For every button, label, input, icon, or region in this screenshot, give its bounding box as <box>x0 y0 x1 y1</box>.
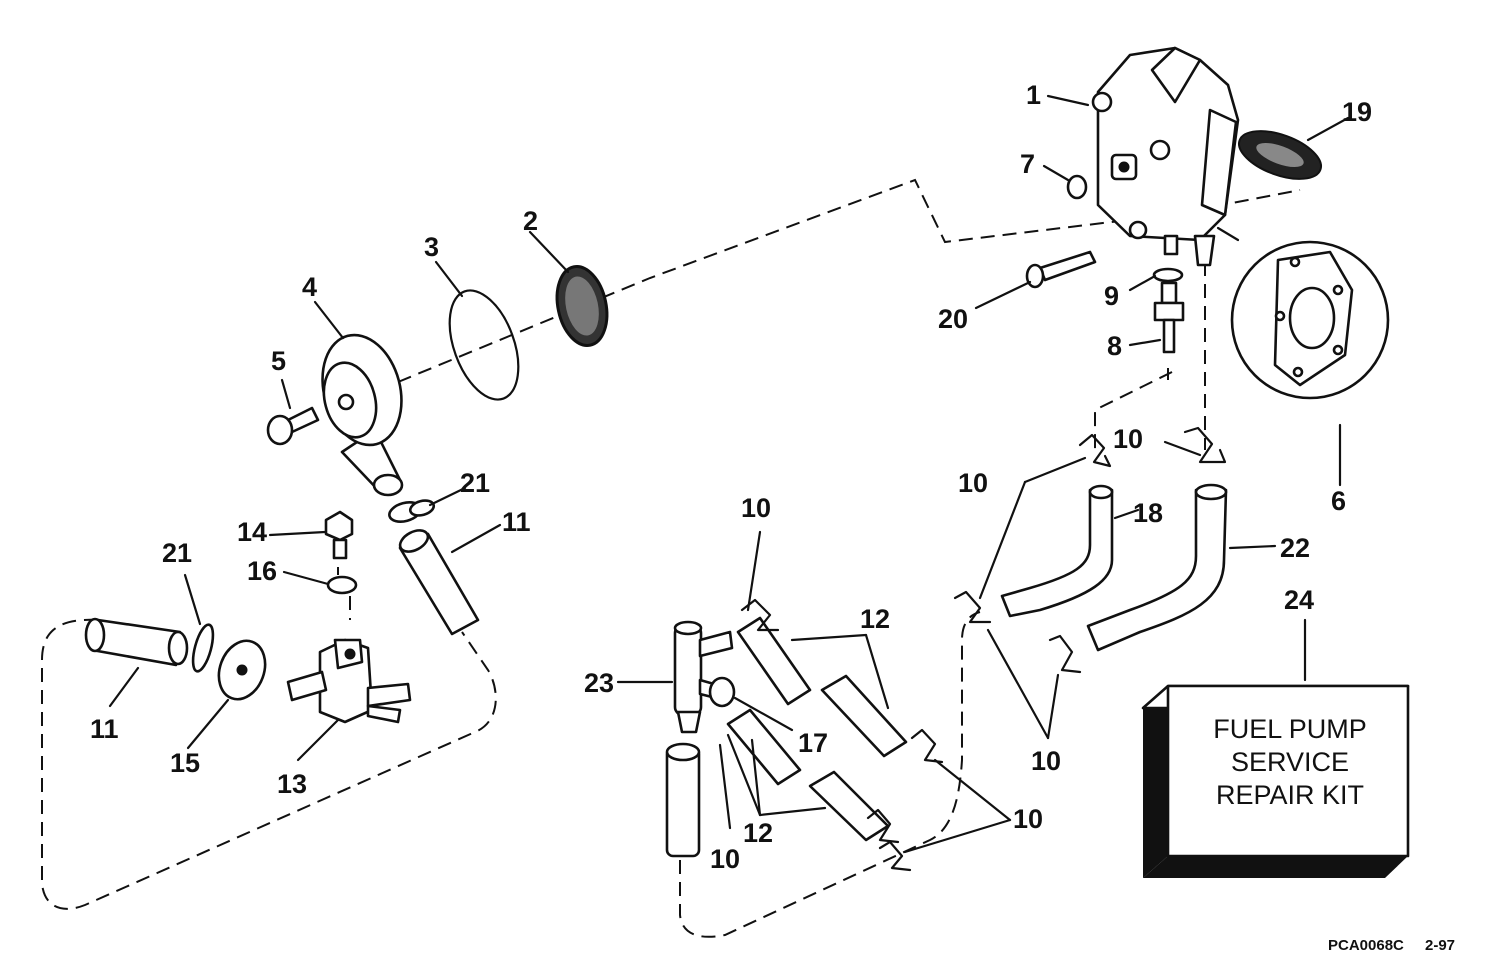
o-ring-7 <box>1066 174 1088 200</box>
gasket-inset-6 <box>1216 226 1390 400</box>
drawing-code: PCA0068C <box>1328 937 1404 954</box>
hose-11-right <box>398 529 480 636</box>
callout-20: 20 <box>938 304 968 334</box>
callout-13: 13 <box>277 769 307 799</box>
hose-22 <box>1086 488 1228 652</box>
drawing-date: 2-97 <box>1425 937 1455 954</box>
washer-15 <box>217 639 267 701</box>
callout-numbers: 1 2 3 4 5 6 7 8 9 10 10 10 10 10 10 11 1… <box>90 80 1372 874</box>
kit-line-3: REPAIR KIT <box>1216 780 1364 810</box>
hose-lower-left <box>665 742 701 858</box>
hose-22-end <box>1194 483 1228 501</box>
callout-17: 17 <box>798 728 828 758</box>
fuel-connector-13 <box>286 638 412 724</box>
callout-1: 1 <box>1026 80 1041 110</box>
o-ring-3 <box>448 289 520 401</box>
callout-10-bottom-right: 10 <box>1013 804 1043 834</box>
callout-23: 23 <box>584 668 614 698</box>
callout-14: 14 <box>237 517 267 547</box>
check-valve-19 <box>1238 130 1322 180</box>
callout-2: 2 <box>523 206 538 236</box>
callout-4: 4 <box>302 272 317 302</box>
callout-10-lower-clips: 10 <box>1031 746 1061 776</box>
callout-10-upper-center: 10 <box>741 493 771 523</box>
callout-22: 22 <box>1280 533 1310 563</box>
callout-11-left: 11 <box>90 714 119 744</box>
callout-9: 9 <box>1104 281 1119 311</box>
callout-21-lower: 21 <box>162 538 192 568</box>
callout-24: 24 <box>1284 585 1314 615</box>
callout-10-top-right: 10 <box>1113 424 1143 454</box>
o-ring-9 <box>1152 267 1184 283</box>
hose-18 <box>1000 488 1114 618</box>
clip-21-upper <box>388 499 436 523</box>
callout-12-upper: 12 <box>860 604 890 634</box>
callout-10-left-of-hose-18: 10 <box>958 468 988 498</box>
callout-19: 19 <box>1342 97 1372 127</box>
callout-8: 8 <box>1107 331 1122 361</box>
bolt-14 <box>324 510 354 560</box>
leader-lines <box>108 94 1350 854</box>
screw-5 <box>266 406 320 446</box>
clip-17 <box>708 676 736 708</box>
kit-line-1: FUEL PUMP <box>1213 714 1367 744</box>
kit-box-label: FUEL PUMP SERVICE REPAIR KIT <box>1213 714 1367 810</box>
callout-16: 16 <box>247 556 277 586</box>
clips-10 <box>740 426 1227 872</box>
kit-line-2: SERVICE <box>1231 747 1349 777</box>
hoses-12 <box>726 616 908 842</box>
callout-5: 5 <box>271 346 286 376</box>
callout-6: 6 <box>1331 486 1346 516</box>
fuel-pump-body <box>1091 46 1240 267</box>
filter-screen-2 <box>555 265 609 347</box>
fitting-8 <box>1153 281 1185 354</box>
hose-11-left <box>84 617 189 667</box>
clip-21-lower <box>191 623 215 673</box>
callout-18: 18 <box>1133 498 1163 528</box>
callout-21-upper: 21 <box>460 468 490 498</box>
hose-18-end <box>1088 484 1114 500</box>
callout-15: 15 <box>170 748 200 778</box>
filter-cover-4 <box>321 333 404 497</box>
callout-12-lower: 12 <box>743 818 773 848</box>
callout-11-right: 11 <box>502 507 531 537</box>
callout-3: 3 <box>424 232 439 262</box>
screw-20 <box>1025 250 1097 289</box>
callout-7: 7 <box>1020 149 1035 179</box>
repair-kit-box-24 <box>1141 684 1410 878</box>
callout-10-bottom-center: 10 <box>710 844 740 874</box>
drawing-footer: PCA0068C 2-97 <box>1328 937 1455 954</box>
washer-16 <box>326 575 358 595</box>
